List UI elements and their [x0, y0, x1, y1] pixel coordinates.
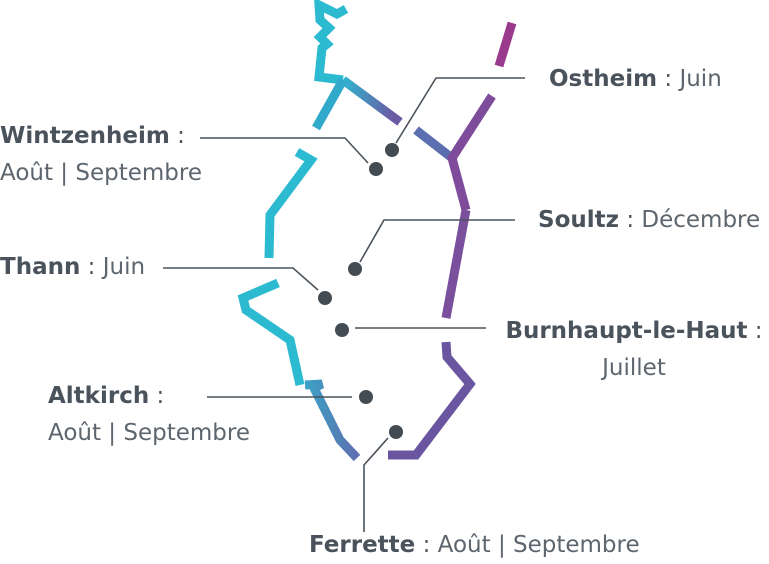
border-rhine-dash: [494, 21, 517, 68]
leader-thann: [163, 267, 319, 291]
border-west-branch: [312, 77, 347, 131]
label-wintzenheim: Wintzenheim : Août | Septembre: [0, 118, 202, 192]
marker-thann[interactable]: [318, 291, 332, 305]
leader-soultz: [359, 219, 515, 263]
location-name-ferrette: Ferrette: [309, 532, 416, 558]
months-wintzenheim: Août | Septembre: [0, 160, 202, 186]
marker-altkirch[interactable]: [359, 390, 373, 404]
label-burnhaupt: Burnhaupt-le-Haut : Juillet: [500, 313, 768, 387]
border-rhine-north: [447, 93, 496, 212]
label-soultz: Soultz : Décembre: [538, 202, 760, 239]
leader-ostheim: [395, 77, 525, 144]
leader-wintzenheim: [200, 137, 369, 164]
separator-altkirch: :: [149, 383, 165, 409]
separator-thann: :: [80, 254, 103, 280]
location-name-thann: Thann: [0, 254, 81, 280]
location-name-wintzenheim: Wintzenheim: [0, 123, 170, 149]
separator-burnhaupt: :: [747, 318, 763, 344]
months-ferrette: Août | Septembre: [437, 532, 640, 558]
leader-ferrette: [363, 437, 389, 532]
label-altkirch: Altkirch : Août | Septembre: [48, 378, 250, 452]
marker-burnhaupt[interactable]: [335, 323, 349, 337]
location-name-burnhaupt: Burnhaupt-le-Haut: [505, 318, 748, 344]
location-name-soultz: Soultz: [538, 207, 620, 233]
marker-soultz[interactable]: [348, 262, 362, 276]
marker-wintzenheim[interactable]: [369, 162, 383, 176]
months-ostheim: Juin: [679, 66, 722, 92]
border-rhine-south: [388, 341, 476, 460]
separator-ferrette: :: [415, 532, 438, 558]
separator-ostheim: :: [657, 66, 680, 92]
label-thann: Thann : Juin: [0, 249, 145, 286]
label-ferrette: Ferrette : Août | Septembre: [309, 527, 640, 564]
marker-ferrette[interactable]: [389, 425, 403, 439]
months-burnhaupt: Juillet: [602, 355, 666, 381]
border-east-spur: [413, 126, 455, 162]
border-north-east: [340, 76, 403, 126]
location-name-altkirch: Altkirch: [48, 383, 150, 409]
months-altkirch: Août | Septembre: [48, 420, 250, 446]
border-west-north: [313, 0, 349, 85]
border-west: [264, 148, 318, 259]
separator-wintzenheim: :: [169, 123, 185, 149]
border-south-west: [237, 278, 305, 386]
months-thann: Juin: [102, 254, 146, 280]
location-name-ostheim: Ostheim: [549, 66, 658, 92]
border-rhine: [441, 209, 471, 319]
border-sundgau: [304, 379, 361, 462]
marker-ostheim[interactable]: [385, 143, 399, 157]
months-soultz: Décembre: [641, 207, 761, 233]
label-ostheim: Ostheim : Juin: [549, 61, 722, 98]
separator-soultz: :: [619, 207, 642, 233]
